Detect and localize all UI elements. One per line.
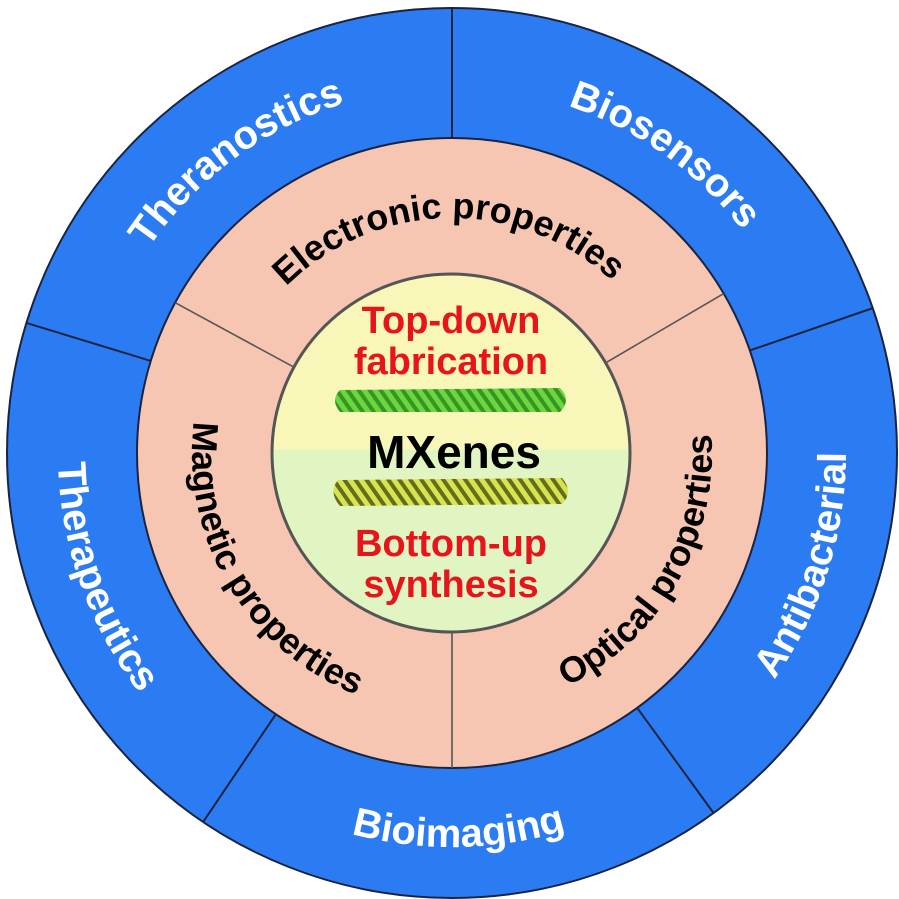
mxene-lattice-green-icon — [335, 388, 566, 412]
divider-line — [174, 301, 296, 369]
bottom-up-label: Bottom-up — [355, 523, 547, 565]
divider-line — [749, 307, 874, 352]
inner-circle — [270, 272, 632, 634]
divider-line — [202, 713, 277, 823]
middle-dividers — [174, 292, 725, 768]
synthesis-label: synthesis — [363, 564, 538, 606]
divider-line — [636, 707, 715, 814]
top-down-label: Top-down — [362, 300, 541, 342]
mxenes-title: MXenes — [367, 426, 541, 478]
fabrication-label: fabrication — [354, 341, 548, 383]
divider-line — [605, 292, 725, 364]
divider-line — [26, 321, 152, 362]
mxene-lattice-yellow-icon — [333, 478, 568, 506]
outer-dividers — [26, 8, 874, 823]
